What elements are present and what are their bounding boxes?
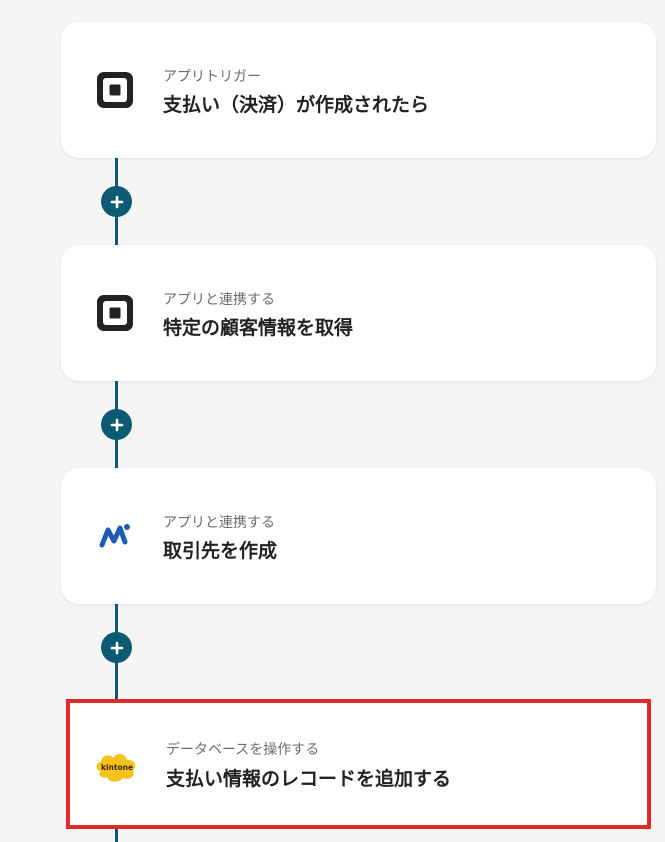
square-app-icon	[93, 68, 137, 112]
step-card-trigger[interactable]: アプリトリガー 支払い（決済）が作成されたら	[61, 22, 656, 158]
plus-icon	[110, 195, 123, 208]
step-title: 支払い情報のレコードを追加する	[166, 768, 452, 790]
step-subtitle: アプリと連携する	[163, 515, 275, 531]
step-subtitle: アプリと連携する	[163, 292, 275, 308]
square-app-icon	[93, 291, 137, 335]
add-step-button[interactable]	[101, 409, 132, 440]
money-forward-icon	[93, 514, 137, 558]
kintone-icon: kintone	[93, 745, 141, 789]
step-card-create-partner[interactable]: アプリと連携する 取引先を作成	[61, 468, 656, 604]
add-step-button[interactable]	[101, 186, 132, 217]
add-step-button[interactable]	[101, 632, 132, 663]
step-title: 支払い（決済）が作成されたら	[163, 94, 430, 116]
step-subtitle: データベースを操作する	[166, 742, 320, 758]
step-card-add-record[interactable]: kintone データベースを操作する 支払い情報のレコードを追加する	[66, 699, 651, 829]
step-title: 特定の顧客情報を取得	[163, 317, 354, 339]
plus-icon	[110, 418, 123, 431]
step-title: 取引先を作成	[163, 540, 278, 562]
plus-icon	[110, 641, 123, 654]
step-card-get-customer[interactable]: アプリと連携する 特定の顧客情報を取得	[61, 245, 656, 381]
step-subtitle: アプリトリガー	[163, 69, 261, 85]
connector-line	[115, 829, 118, 842]
kintone-logo-text: kintone	[101, 763, 133, 772]
